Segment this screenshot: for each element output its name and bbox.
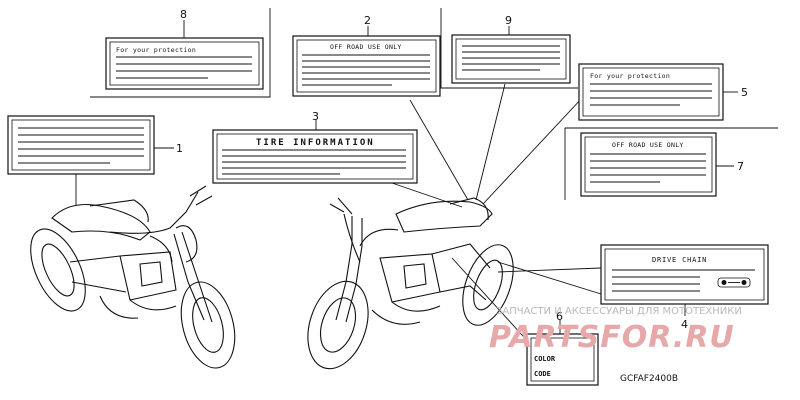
- callout-numbers: 8 2 9 5 3 1 7 4 6: [176, 8, 748, 331]
- motorcycle-left: [30, 185, 236, 369]
- label-box-6: COLOR CODE: [526, 333, 599, 386]
- label-box-3: TIRE INFORMATION: [212, 129, 418, 184]
- label-box-9: [451, 34, 571, 84]
- watermark: ЗАПЧАСТИ И АКСЕССУАРЫ ДЛЯ МОТОТЕХНИКИ PA…: [489, 306, 742, 355]
- label-box-5: For your protection: [578, 63, 724, 121]
- callout-4: 4: [681, 318, 688, 331]
- motorcycle-right: [307, 197, 514, 370]
- watermark-tagline: ЗАПЧАСТИ И АКСЕССУАРЫ ДЛЯ МОТОТЕХНИКИ: [496, 306, 742, 317]
- label-box-2: OFF ROAD USE ONLY: [292, 35, 441, 97]
- label-8-text: For your protection: [116, 46, 196, 54]
- label-box-8: For your protection: [105, 37, 264, 90]
- label-6-code-text: CODE: [534, 370, 551, 378]
- label-box-1: [7, 115, 155, 175]
- callout-8: 8: [180, 8, 187, 21]
- watermark-brand: PARTSFOR.RU: [489, 320, 735, 355]
- label-box-4: DRIVE CHAIN: [600, 244, 769, 305]
- label-box-7: OFF ROAD USE ONLY: [580, 132, 717, 197]
- label-5-text: For your protection: [590, 72, 670, 80]
- callout-6: 6: [556, 310, 563, 323]
- callout-5: 5: [741, 86, 748, 99]
- label-2-text: OFF ROAD USE ONLY: [330, 43, 402, 51]
- label-7-text: OFF ROAD USE ONLY: [612, 141, 684, 149]
- callout-1: 1: [176, 142, 183, 155]
- callout-7: 7: [737, 160, 744, 173]
- callout-2: 2: [364, 14, 371, 27]
- label-4-text: DRIVE CHAIN: [652, 256, 707, 264]
- leader-lines: [75, 20, 738, 347]
- label-6-color-text: COLOR: [534, 355, 556, 363]
- frame-lines: [90, 8, 778, 200]
- label-3-text: TIRE INFORMATION: [256, 138, 375, 148]
- chain-adjuster-icon: [717, 277, 751, 288]
- diagram-code: GCFAF2400B: [620, 374, 678, 384]
- callout-9: 9: [505, 14, 512, 27]
- callout-3: 3: [312, 110, 319, 123]
